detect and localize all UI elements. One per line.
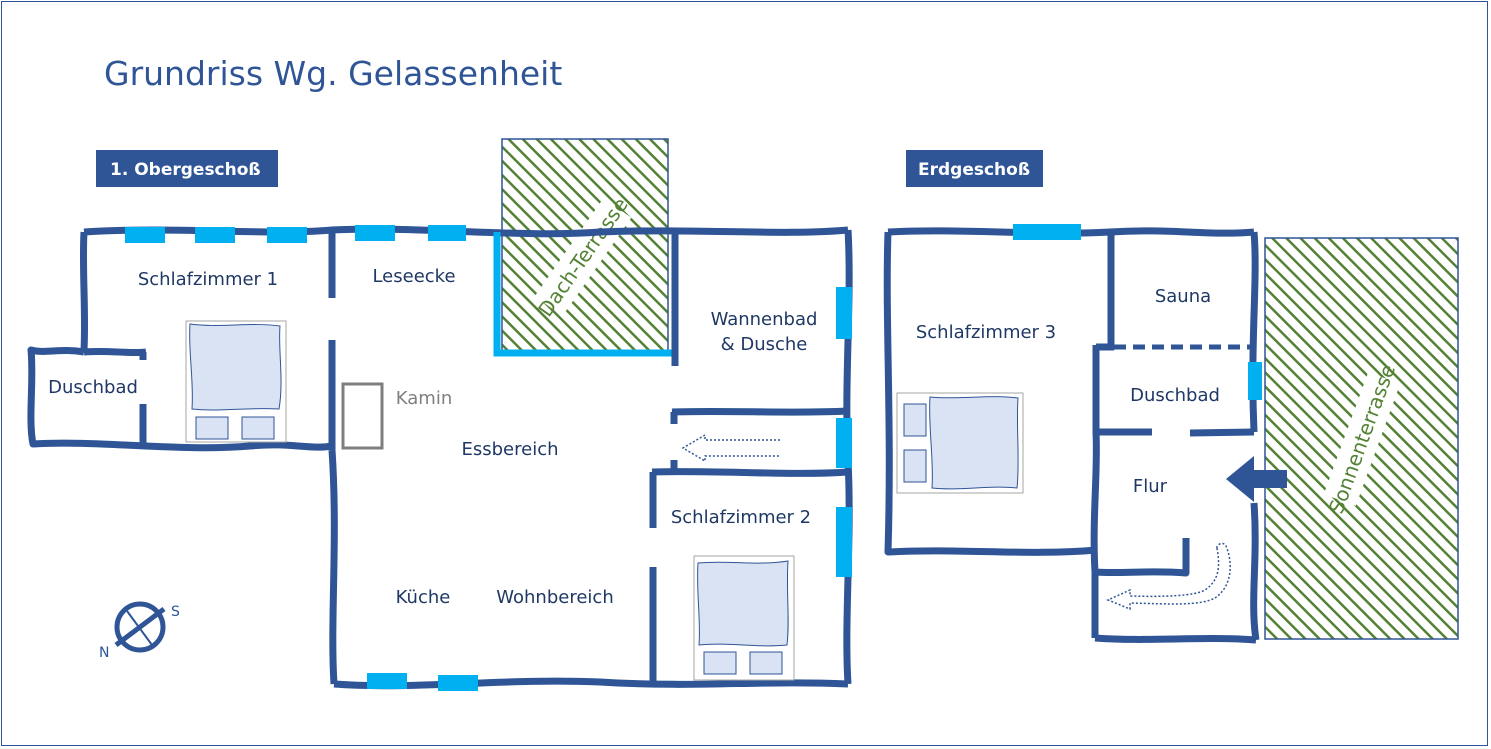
room-label-duschbad-eg: Duschbad: [1130, 385, 1220, 406]
room-label-duschbad-og: Duschbad: [48, 377, 138, 398]
window: [836, 507, 852, 577]
sonnen-terrasse: Sonnenterrasse: [1264, 237, 1459, 640]
compass-icon: N S: [99, 601, 180, 661]
ground-floor-walls: [883, 227, 1260, 644]
room-label-essbereich: Essbereich: [461, 439, 558, 460]
bed: [693, 555, 795, 681]
entrance-arrow-icon: [1226, 456, 1287, 502]
ground-floor-windows: [1013, 224, 1262, 400]
room-label-wannenbad-line1: Wannenbad: [711, 309, 818, 330]
window: [1248, 362, 1262, 400]
plan-title: Grundriss Wg. Gelassenheit: [104, 54, 562, 93]
compass-south: S: [171, 604, 180, 620]
bed: [185, 320, 287, 443]
window: [195, 227, 235, 243]
room-label-schlafzimmer2: Schlafzimmer 2: [671, 507, 811, 528]
bed: [896, 392, 1024, 494]
entry-arrow-dotted: [681, 433, 780, 463]
upper-floor-windows: [125, 225, 852, 691]
room-label-wannenbad-line2: & Dusche: [721, 334, 808, 355]
kamin-fireplace: [341, 382, 384, 450]
room-label-kamin: Kamin: [396, 388, 452, 409]
room-label-leseecke: Leseecke: [372, 266, 455, 287]
window: [267, 227, 307, 243]
room-label-schlafzimmer1: Schlafzimmer 1: [138, 269, 278, 290]
window: [836, 287, 852, 339]
badge-upper-floor: 1. Obergeschoß: [96, 150, 278, 187]
room-label-flur: Flur: [1133, 476, 1168, 497]
window: [428, 225, 466, 241]
badge-upper-floor-label: 1. Obergeschoß: [110, 160, 261, 180]
dach-terrasse: Dach-Terrasse: [501, 138, 669, 354]
window: [355, 225, 395, 241]
window: [1013, 224, 1081, 240]
path-arrow-dotted: [1106, 542, 1231, 611]
window: [836, 418, 852, 468]
room-label-wohnbereich: Wohnbereich: [496, 587, 613, 608]
window: [367, 673, 407, 689]
window: [125, 227, 165, 243]
badge-ground-floor: Erdgeschoß: [906, 150, 1043, 187]
compass-north: N: [99, 645, 109, 661]
room-label-kueche: Küche: [396, 587, 451, 608]
room-label-sauna: Sauna: [1155, 286, 1211, 307]
room-label-schlafzimmer3: Schlafzimmer 3: [916, 322, 1056, 343]
window: [438, 675, 478, 691]
badge-ground-floor-label: Erdgeschoß: [918, 160, 1030, 180]
